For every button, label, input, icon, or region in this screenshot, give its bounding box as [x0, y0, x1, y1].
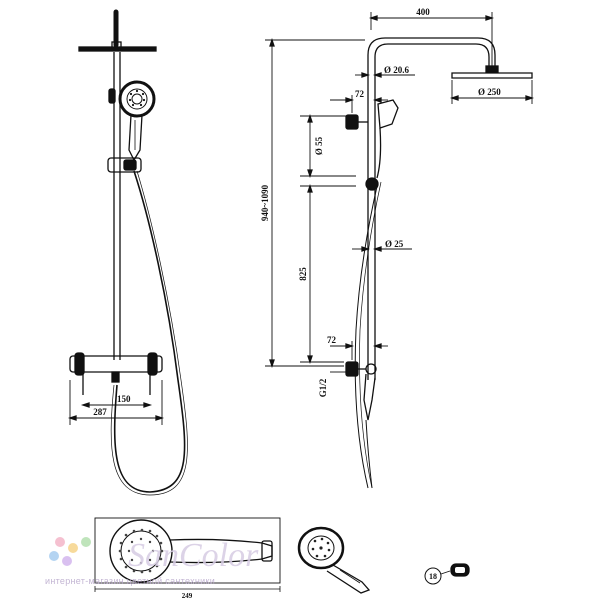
watermark-dot [49, 551, 59, 561]
dim-holder-offset-top: 72 [355, 89, 365, 99]
watermark-dot [62, 556, 72, 566]
dim-inlet-thread: G1/2 [318, 378, 328, 397]
dim-height-range: 940~1090 [260, 184, 270, 221]
dim-rail-diameter: Ø 25 [385, 239, 404, 249]
watermark-caption: интернет-магазин цветной сантехники [45, 576, 215, 586]
dim-pipe-diameter: Ø 20.6 [384, 65, 410, 75]
handshower-perspective [297, 526, 371, 594]
watermark-logo: SanColor [128, 537, 259, 574]
dim-head-diameter: Ø 250 [478, 87, 501, 97]
watermark: SanColor интернет-магазин цветной сантех… [45, 537, 259, 586]
part-18-detail [424, 563, 470, 585]
dim-head-reach: 400 [416, 7, 430, 17]
dim-inlet-spacing: 150 [117, 394, 131, 404]
side-view [265, 12, 535, 489]
watermark-dot [81, 537, 91, 547]
part-number: 18 [429, 572, 437, 581]
dim-holder-offset-bottom: 72 [327, 335, 337, 345]
front-view [67, 9, 188, 496]
handshower-plan [94, 517, 281, 592]
dim-handshower-length: 249 [182, 592, 193, 600]
watermark-dot [68, 543, 78, 553]
dim-rail-length: 825 [298, 267, 308, 281]
dim-handshower-diameter: Ø 55 [314, 136, 324, 155]
watermark-dot [55, 537, 65, 547]
dim-mixer-width: 287 [93, 407, 107, 417]
